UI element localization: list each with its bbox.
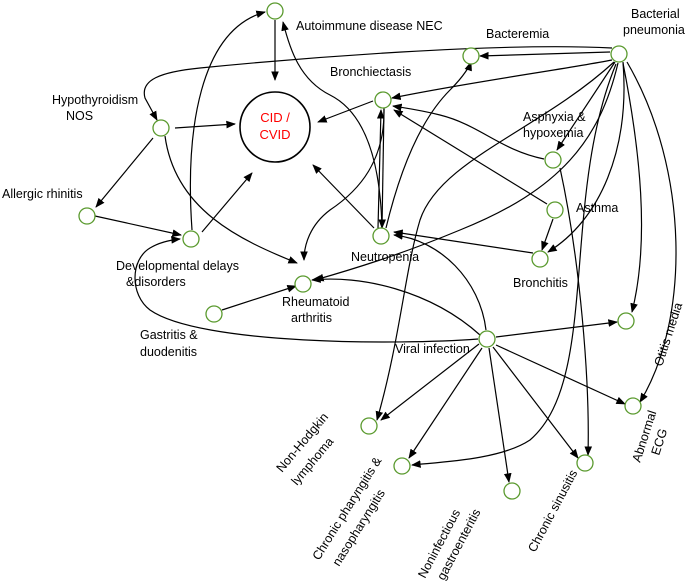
node-bronchiectasis[interactable] [374,91,392,109]
node-nhl[interactable] [360,417,378,435]
label-asphyxia-2: hypoxemia [523,126,583,140]
label-asphyxia-1: Asphyxia & [523,110,586,124]
cid-cvid-label-line2: CVID [259,127,290,142]
edge-developmental-autoimmune [189,10,266,231]
label-sinusitis: Chronic sinusitis [525,467,580,554]
edge-viral-nhl [380,343,480,421]
edge-viral-otitis [495,319,618,338]
node-bronchitis[interactable] [531,250,549,268]
edge-bacterial-ecg [626,61,677,403]
edge-viral-developmental [134,236,479,343]
edge-hypothyroid-cid [174,120,236,129]
node-rheumatoid[interactable] [294,275,312,293]
node-hypothyroidism[interactable] [152,119,170,137]
edge-viral-ecg [495,344,626,405]
edge-neutropenia-cid [312,164,375,229]
label-hypothyroidism-1: Hypothyroidism [52,93,138,107]
label-bacteremia: Bacteremia [486,27,549,41]
edge-bronchitis-neutropenia [393,229,534,254]
edge-gastritis-rheumatoid [221,285,297,311]
label-developmental-2: &disorders [126,275,186,289]
edge-bacterial-rheumatoid [314,62,619,282]
edge-bacterial-nhl [375,61,615,421]
label-hypothyroidism-2: NOS [66,109,93,123]
label-gastritis-1: Gastritis & [140,328,198,342]
edge-viral-rheumatoid [311,275,481,336]
labels: Autoimmune disease NEC Bacteremia Bacter… [2,7,685,359]
label-developmental-1: Developmental delays [116,259,239,273]
edge-developmental-cid [201,172,253,233]
edge-bacterial-otitis [622,62,643,313]
edge-bacterial-pharyngitis [411,63,617,468]
node-bacteremia[interactable] [462,47,480,65]
node-asphyxia[interactable] [544,151,562,169]
edge-asthma-bronchiectasis [393,109,548,205]
label-asthma: Asthma [576,201,618,215]
node-allergic-rhinitis[interactable] [78,207,96,225]
node-gastritis[interactable] [205,305,223,323]
node-autoimmune[interactable] [266,2,284,20]
edge-neutropenia-bacteremia [385,61,472,229]
node-gastroenteritis[interactable] [503,482,521,500]
edge-viral-gastroenteritis [488,347,512,483]
edge-hypothyroid-allergic [95,137,154,208]
node-otitis-media[interactable] [617,312,635,330]
edge-viral-pharyngitis [408,347,483,459]
edge-hypothyroid-rheumatoid [164,135,298,264]
nodes [78,2,642,500]
node-asthma[interactable] [546,201,564,219]
label-bronchiectasis: Bronchiectasis [330,65,411,79]
node-viral-infection[interactable] [478,330,496,348]
cid-cvid-label-line1: CID / [260,110,290,125]
node-neutropenia[interactable] [372,227,390,245]
edge-asthma-bronchitis [541,218,554,251]
edge-asphyxia-bronchiectasis [392,103,545,160]
edge-bacterial-bronchitis [547,61,625,253]
edges [94,10,677,483]
node-abnormal-ecg[interactable] [624,397,642,415]
label-rheumatoid-1: Rheumatoid [282,295,349,309]
edge-viral-sinusitis [492,346,579,459]
edge-bacterial-hypothyroid [143,46,613,121]
cid-cvid-node[interactable]: CID / CVID [239,91,311,163]
edge-asphyxia-sinusitis [559,167,593,456]
label-bacterial-pneumonia-1: Bacterial [631,7,680,21]
label-otitis-media: Otitis media [652,301,686,368]
label-neutropenia: Neutropenia [351,250,419,264]
edge-bacterial-asphyxia [556,61,616,151]
edge-bacterial-bacteremia [479,51,611,60]
edge-bacterial-bronchiectasis [391,59,613,101]
edge-viral-neutropenia [393,232,487,331]
label-autoimmune: Autoimmune disease NEC [296,19,443,33]
edge-neutropenia-bronchiectasis [376,109,385,229]
label-viral-infection: Viral infection [395,342,470,356]
edge-allergic-developmental [94,215,182,237]
edge-neutropenia-autoimmune [281,21,383,229]
label-bacterial-pneumonia-2: pneumonia [623,23,685,37]
label-gastritis-2: duodenitis [140,345,197,359]
node-pharyngitis[interactable] [393,457,411,475]
node-sinusitis[interactable] [576,454,594,472]
node-bacterial-pneumonia[interactable] [610,45,628,63]
label-rheumatoid-2: arthritis [291,311,332,325]
label-allergic-rhinitis: Allergic rhinitis [2,187,83,201]
cid-cvid-circle [239,91,311,163]
node-developmental[interactable] [182,230,200,248]
edge-bronchiectasis-cid [317,100,374,123]
label-bronchitis: Bronchitis [513,276,568,290]
edge-bronchiectasis-rheumatoid [300,108,385,261]
